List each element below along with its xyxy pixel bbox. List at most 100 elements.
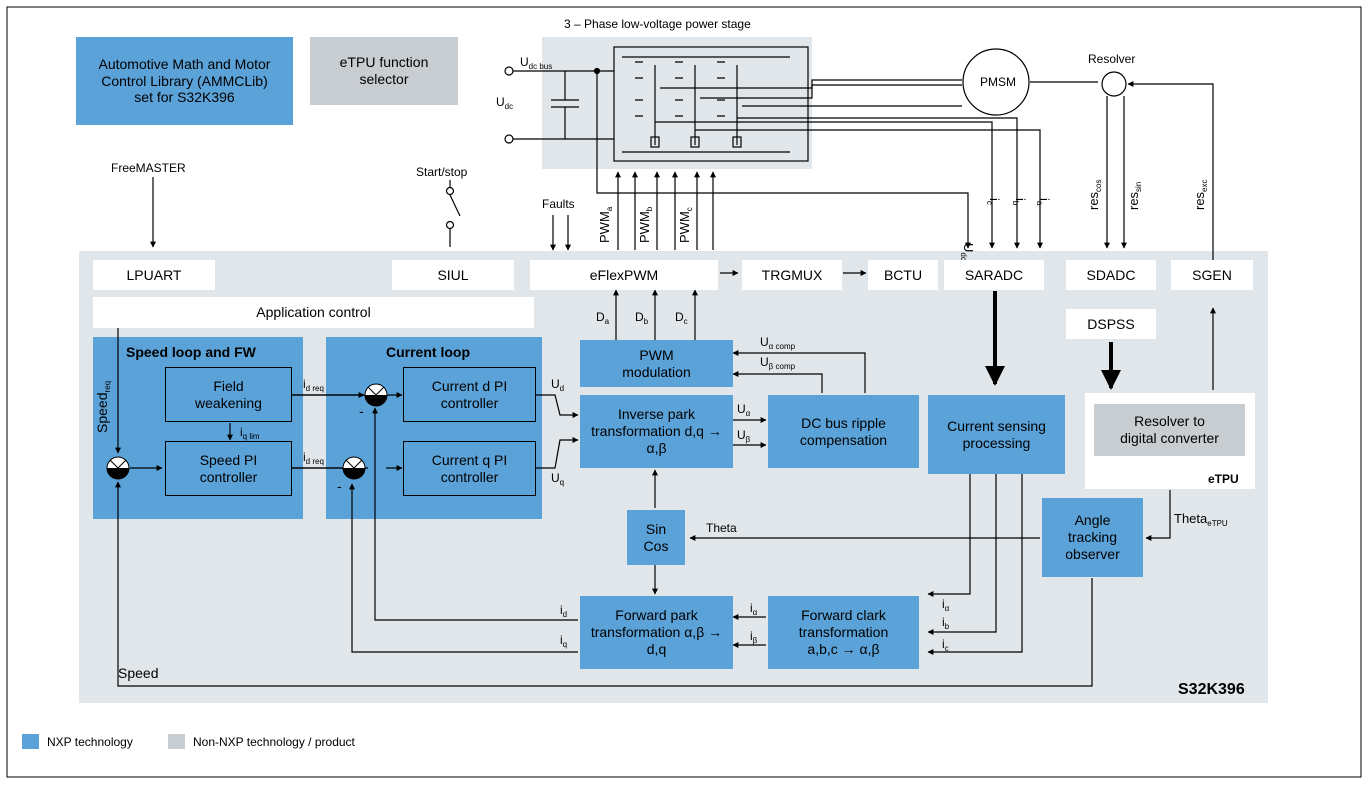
sin-cos-block: Sin Cos	[627, 510, 685, 565]
lpuart-block: LPUART	[93, 260, 215, 290]
ualpha-label: Uα	[737, 402, 751, 418]
ia-sense-label: ia	[1035, 198, 1052, 206]
sgen-block: SGEN	[1171, 260, 1253, 290]
pwm-a-label: PWMa	[597, 206, 614, 243]
forward-clark-block: Forward clark transformation a,b,c → α,β	[768, 596, 919, 669]
sdadc-label: SDADC	[1086, 266, 1136, 283]
resolver-to-digital-label: Resolver to digital converter	[1120, 413, 1219, 446]
ammclib-label: Automotive Math and Motor Control Librar…	[98, 55, 271, 106]
app-control-block: Application control	[93, 297, 534, 328]
bctu-label: BCTU	[883, 266, 923, 283]
current-d-pi-label: Current d PI controller	[431, 377, 508, 411]
forward-clark-label: Forward clark transformation a,b,c → α,β	[798, 607, 889, 657]
current-sensing-label: Current sensing processing	[947, 417, 1046, 451]
ialpha-label: iα	[750, 601, 758, 617]
ualpha-comp-label: Uα comp	[760, 335, 796, 351]
udc-bus-label: Udc bus	[520, 55, 553, 71]
udc-label: Udc	[496, 95, 514, 111]
pmsm-label: PMSM	[980, 75, 1016, 89]
legend-non-nxp-label: Non-NXP technology / product	[193, 735, 355, 749]
siul-block: SIUL	[392, 260, 514, 290]
ic-sense-label: ic	[985, 198, 1002, 205]
current-q-pi-block: Current q PI controller	[403, 441, 536, 496]
id-label: id	[560, 603, 568, 619]
iq-label: iq	[560, 633, 568, 649]
legend-non-nxp-swatch	[168, 734, 185, 749]
pwm-modulation-block: PWM modulation	[580, 340, 733, 387]
forward-park-block: Forward park transformation α,β → d,q	[580, 596, 733, 669]
legend-nxp-label: NXP technology	[47, 735, 133, 749]
angle-tracking-label: Angle tracking observer	[1065, 512, 1120, 562]
id-req-label-2: id req	[303, 450, 324, 466]
sdadc-block: SDADC	[1066, 260, 1156, 290]
ud-label: Ud	[551, 377, 565, 393]
res-sin-label: ressin	[1126, 181, 1143, 210]
ia-label: iα	[942, 597, 950, 613]
bctu-block: BCTU	[868, 260, 938, 290]
dc-bus-ripple-block: DC bus ripple compensation	[768, 395, 919, 468]
ubeta-label: Uβ	[737, 428, 751, 444]
db-label: Db	[635, 310, 649, 326]
minus-q: -	[337, 478, 342, 494]
minus-d: -	[359, 403, 364, 419]
current-loop-title: Current loop	[386, 344, 470, 360]
angle-tracking-block: Angle tracking observer	[1042, 498, 1143, 577]
speed-feedback-label: Speed	[118, 665, 159, 681]
etpu-label: eTPU	[1208, 472, 1239, 486]
current-d-sum-node	[364, 383, 388, 407]
speed-pi-block: Speed PI controller	[165, 441, 292, 496]
dc-label: Dc	[675, 310, 688, 326]
pmsm-motor	[962, 48, 1030, 116]
etpu-selector-label: eTPU function selector	[339, 54, 429, 87]
start-stop-label: Start/stop	[416, 165, 468, 179]
dspss-label: DSPSS	[1087, 315, 1135, 332]
resolver-label: Resolver	[1088, 52, 1136, 66]
legend-nxp-swatch	[22, 734, 39, 749]
etpu-selector-box: eTPU function selector	[310, 37, 458, 105]
forward-park-label: Forward park transformation α,β → d,q	[590, 607, 723, 657]
saradc-block: SARADC	[944, 260, 1044, 290]
current-sensing-block: Current sensing processing	[928, 395, 1065, 474]
ib-sense-label: ib	[1011, 198, 1028, 206]
dc-bus-ripple-label: DC bus ripple compensation	[799, 414, 888, 448]
speed-loop-title: Speed loop and FW	[126, 344, 256, 360]
field-weakening-label: Field weakening	[195, 377, 262, 411]
inverse-park-block: Inverse park transformation d,q → α,β	[580, 395, 733, 468]
theta-etpu-label: ThetaeTPU	[1174, 511, 1228, 528]
saradc-label: SARADC	[964, 266, 1024, 283]
uq-label: Uq	[551, 471, 565, 487]
res-cos-label: rescos	[1086, 179, 1103, 210]
resolver-sensor	[1101, 71, 1127, 97]
ib-label: ib	[942, 615, 950, 631]
sin-cos-label: Sin Cos	[643, 520, 669, 554]
field-weakening-block: Field weakening	[165, 367, 292, 422]
faults-label: Faults	[542, 197, 575, 211]
inverse-park-label: Inverse park transformation d,q → α,β	[591, 406, 722, 456]
res-exc-label: resexc	[1192, 179, 1209, 210]
eflexpwm-block: eFlexPWM	[530, 260, 718, 290]
ammclib-box: Automotive Math and Motor Control Librar…	[76, 37, 293, 125]
outer-frame	[6, 6, 1362, 778]
power-stage-background	[542, 37, 812, 169]
chip-label: S32K396	[1178, 681, 1245, 698]
current-q-sum-node	[342, 456, 366, 480]
ibeta-label: iβ	[750, 629, 758, 645]
resolver-to-digital-block: Resolver to digital converter	[1094, 404, 1245, 456]
power-stage-title: 3 – Phase low-voltage power stage	[564, 17, 751, 31]
ubeta-comp-label: Uβ comp	[760, 355, 796, 371]
da-label: Da	[596, 310, 610, 326]
speed-pi-label: Speed PI controller	[199, 451, 258, 485]
pwm-c-label: PWMc	[677, 207, 694, 243]
theta-label: Theta	[706, 521, 737, 535]
current-d-pi-block: Current d PI controller	[403, 367, 536, 422]
trgmux-block: TRGMUX	[742, 260, 842, 290]
trgmux-label: TRGMUX	[761, 266, 823, 283]
sgen-label: SGEN	[1192, 266, 1232, 283]
app-control-label: Application control	[256, 304, 371, 321]
speed-sum-node	[106, 456, 130, 480]
pwm-b-label: PWMb	[637, 206, 654, 243]
dspss-block: DSPSS	[1066, 309, 1156, 339]
iq-lim-label: iq lim	[240, 425, 260, 441]
